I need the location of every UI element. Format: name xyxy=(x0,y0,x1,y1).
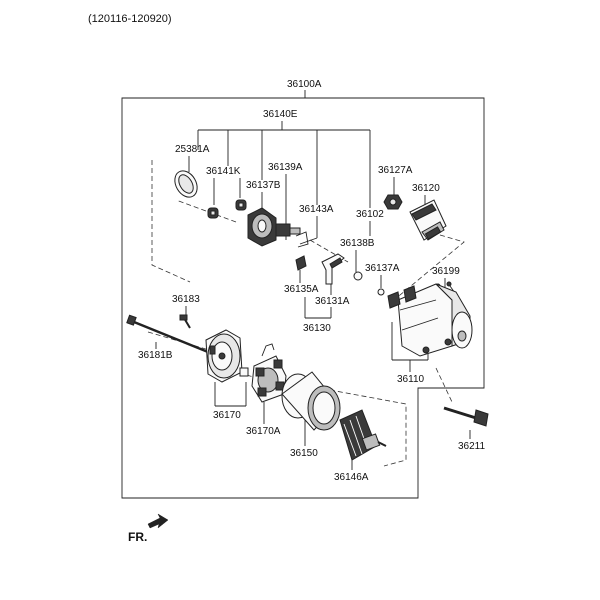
solenoid-switch-36120 xyxy=(409,199,447,241)
spring-36138B xyxy=(353,271,363,281)
label-36102: 36102 xyxy=(356,209,384,220)
label-36138B: 36138B xyxy=(340,238,375,249)
front-direction-arrow-icon xyxy=(147,513,169,529)
label-36120: 36120 xyxy=(412,183,440,194)
label-36181B: 36181B xyxy=(138,350,173,361)
label-36100A: 36100A xyxy=(287,79,322,90)
yoke-assembly-36150 xyxy=(281,371,341,431)
label-25381A: 25381A xyxy=(175,144,210,155)
front-direction-label: FR. xyxy=(128,530,147,544)
label-36140E: 36140E xyxy=(263,109,298,120)
label-36211: 36211 xyxy=(458,441,486,452)
through-bolt-36181B xyxy=(126,314,209,354)
lever-spring-36135A xyxy=(295,255,307,271)
label-36137A: 36137A xyxy=(365,263,400,274)
label-36131A: 36131A xyxy=(315,296,350,307)
gasket-ring-25381A xyxy=(174,170,198,198)
brush-holder-36170A xyxy=(251,343,287,403)
mounting-bolt-36211 xyxy=(443,406,489,427)
label-36183: 36183 xyxy=(172,294,200,305)
label-36127A: 36127A xyxy=(378,165,413,176)
shift-lever-36131A xyxy=(321,253,345,285)
label-36150: 36150 xyxy=(290,448,318,459)
screw-36183 xyxy=(179,314,191,329)
ring-36137A xyxy=(377,288,385,296)
label-36130: 36130 xyxy=(303,323,331,334)
armature-36146A xyxy=(339,409,387,461)
label-36143A: 36143A xyxy=(299,204,334,215)
front-bracket-housing-36110 xyxy=(387,283,473,357)
front-direction-indicator: FR. xyxy=(128,513,169,544)
drive-pinion-assembly-36137B xyxy=(247,207,301,247)
label-36199: 36199 xyxy=(432,266,460,277)
label-36110: 36110 xyxy=(397,374,425,385)
assembly-frame xyxy=(121,97,485,499)
bearing-36141K xyxy=(207,199,247,219)
alignment-dashes-upper xyxy=(151,160,191,283)
date-range: (120116-120920) xyxy=(88,13,172,25)
label-36146A: 36146A xyxy=(334,472,369,483)
label-36170A: 36170A xyxy=(246,426,281,437)
rear-end-cover-36170 xyxy=(205,329,249,383)
nut-36127A xyxy=(383,194,403,210)
label-36141K: 36141K xyxy=(206,166,241,177)
label-36139A: 36139A xyxy=(268,162,303,173)
label-36135A: 36135A xyxy=(284,284,319,295)
label-36170: 36170 xyxy=(213,410,241,421)
label-36137B: 36137B xyxy=(246,180,281,191)
snap-ring-36139A xyxy=(295,231,309,248)
